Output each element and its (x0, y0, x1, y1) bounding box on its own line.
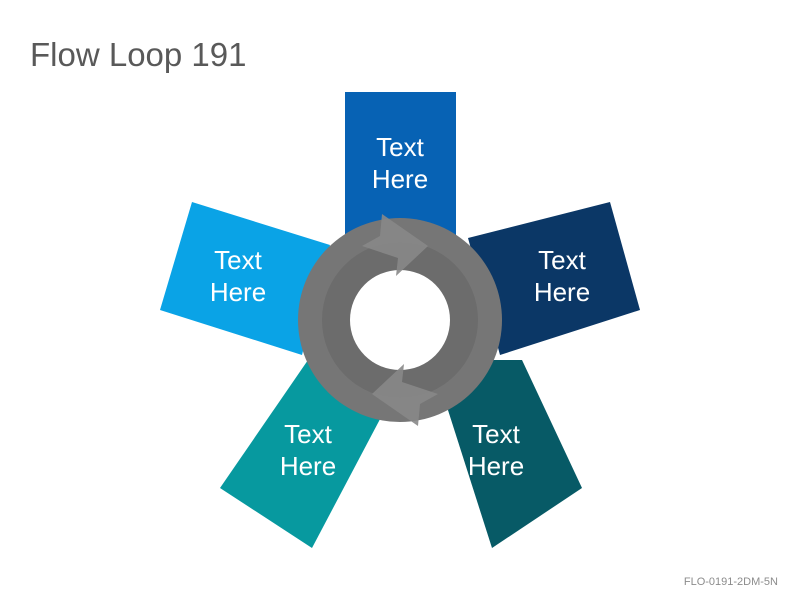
panel-label-left: Text Here (209, 245, 267, 307)
panel-label-bottom-left: Text Here (279, 419, 337, 481)
panel-label-right: Text Here (533, 245, 591, 307)
panel-bottom-right[interactable] (432, 360, 582, 548)
panel-left[interactable] (160, 202, 330, 355)
slide-title: Flow Loop 191 (30, 36, 247, 73)
panel-label-top: Text Here (371, 132, 429, 194)
footer-code: FLO-0191-2DM-5N (683, 576, 778, 588)
panel-top[interactable] (345, 92, 456, 260)
panel-right[interactable] (468, 202, 640, 355)
panel-label-bottom-right: Text Here (467, 419, 525, 481)
refresh-cycle-icon (298, 214, 502, 426)
